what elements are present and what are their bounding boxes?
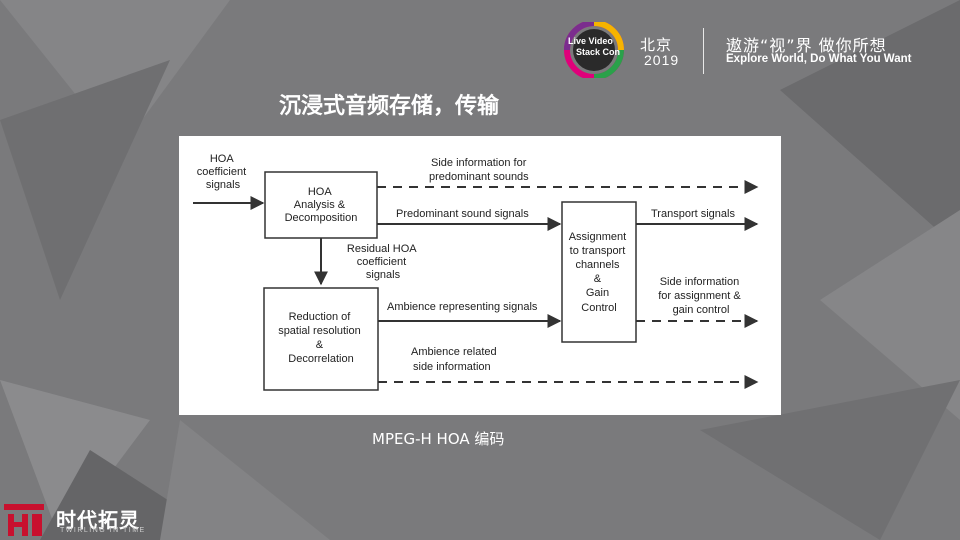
brand-tagline: TWIRLING IN TIME (60, 527, 146, 534)
reduction-box-label: Reduction of spatial resolution & Decorr… (278, 311, 364, 365)
event-logo-text-1: Live Video (568, 36, 613, 46)
side-info-predominant-label: Side information for predominant sounds (429, 157, 529, 183)
slogan-chinese: 遨游“视”界 做你所想 (726, 36, 887, 55)
assignment-box-label: Assignment to transport channels & Gain … (569, 231, 630, 314)
input-label: HOA coefficient signals (197, 153, 249, 191)
ambience-side-info-label: Ambience related side information (411, 346, 500, 373)
residual-label: Residual HOA coefficient signals (347, 243, 419, 281)
slide-title: 沉浸式音频存储，传输 (279, 94, 500, 119)
assignment-box (561, 201, 637, 343)
event-city: 北京 (640, 36, 673, 54)
brand-name: 时代拓灵 (56, 508, 140, 532)
brand-logo-icon (4, 504, 44, 536)
slogan-english: Explore World, Do What You Want (726, 53, 912, 65)
ambience-signals-label: Ambience representing signals (387, 301, 538, 313)
transport-signals-label: Transport signals (651, 208, 735, 220)
hoa-block-diagram: HOA coefficient signals HOA Analysis & D… (193, 153, 759, 391)
header-divider (703, 28, 704, 74)
side-info-assignment-label: Side information for assignment & gain c… (658, 276, 744, 316)
analysis-box (264, 171, 378, 239)
diagram-caption: MPEG-H HOA 编码 (372, 430, 505, 448)
event-logo (564, 22, 624, 78)
event-year: 2019 (644, 52, 680, 68)
reduction-box (263, 287, 379, 391)
predominant-signals-label: Predominant sound signals (396, 208, 529, 220)
analysis-box-label: HOA Analysis & Decomposition (285, 186, 358, 224)
diagram-panel: HOA coefficient signals HOA Analysis & D… (179, 136, 781, 415)
event-logo-text-2: Stack Con (576, 47, 621, 57)
